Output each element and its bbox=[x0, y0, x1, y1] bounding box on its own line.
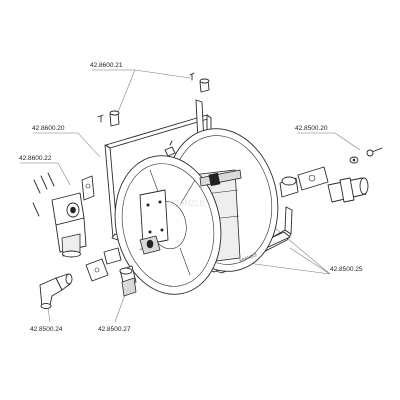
swivel-bracket-part bbox=[81, 140, 176, 201]
end-cap-part bbox=[97, 72, 210, 127]
hose-drum: KRÄNZLE KRÄNZLE bbox=[114, 128, 279, 295]
part-label-42-8600-22: 42.8600.22 bbox=[19, 155, 52, 162]
elbow-fitting-part bbox=[39, 273, 73, 309]
svg-text:KRÄNZLE: KRÄNZLE bbox=[168, 199, 205, 208]
brand-label: KRÄNZLE bbox=[239, 252, 258, 263]
crank-handle-part bbox=[279, 147, 383, 203]
part-label-42-8600-21: 42.8600.21 bbox=[90, 62, 123, 69]
part-label-42-8500-27: 42.8500.27 bbox=[98, 326, 131, 333]
part-labels: 42.8600.21 42.8600.20 42.8600.22 42.8500… bbox=[19, 62, 363, 333]
part-label-42-8600-20: 42.8600.20 bbox=[32, 125, 65, 132]
part-label-42-8500-20: 42.8500.20 bbox=[295, 125, 328, 132]
swivel-block-part bbox=[32, 172, 87, 258]
part-label-42-8500-24: 42.8500.24 bbox=[30, 326, 63, 333]
part-label-42-8500-25: 42.8500.25 bbox=[330, 266, 363, 273]
coupling-part bbox=[85, 235, 161, 297]
